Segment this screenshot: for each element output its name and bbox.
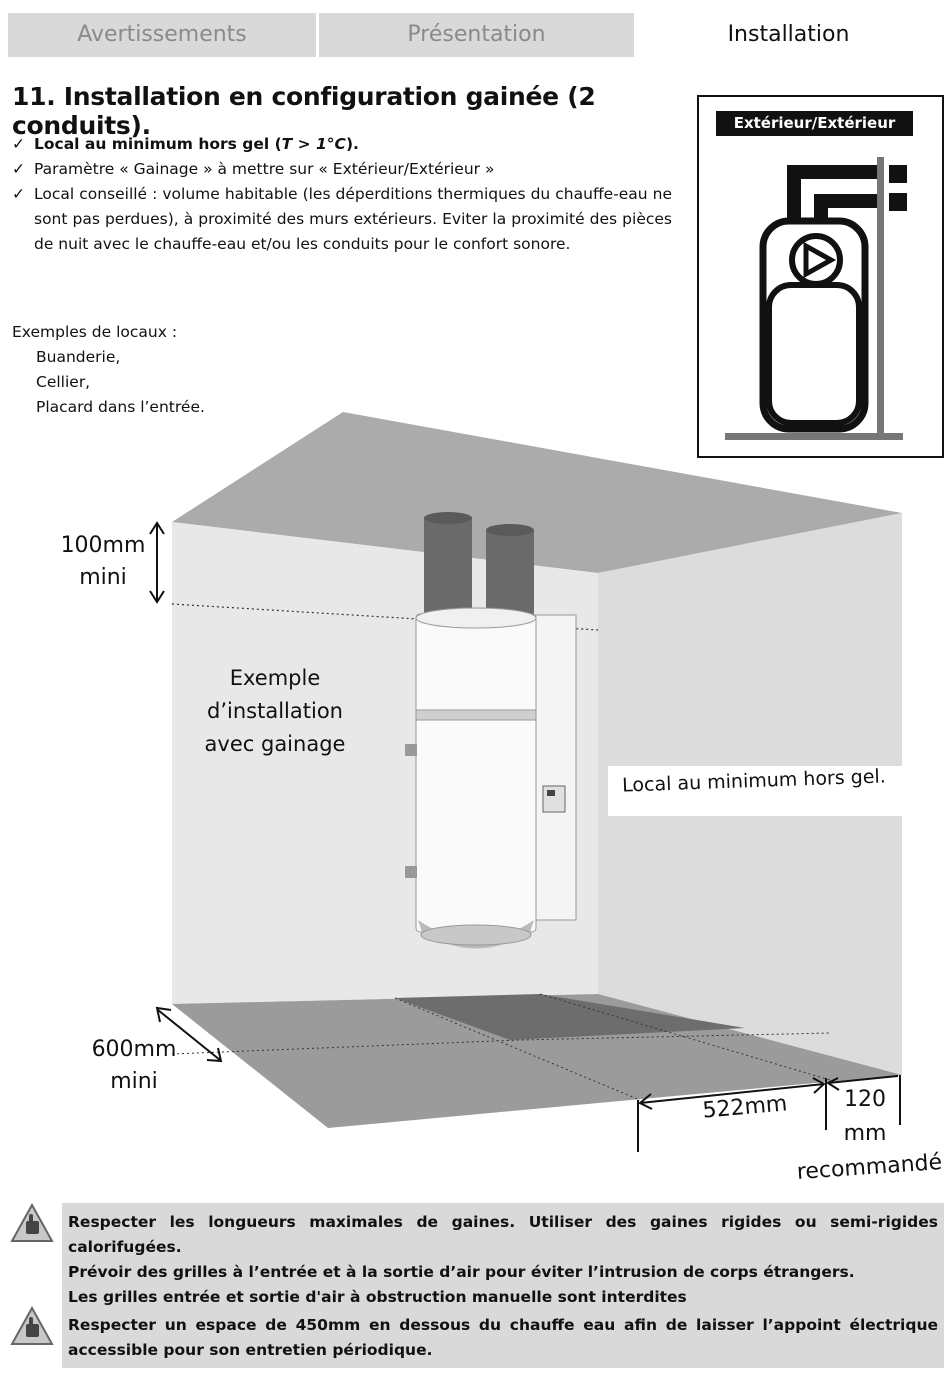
recommended-gap-unit: mm xyxy=(843,1121,887,1146)
list-item: Cellier, xyxy=(36,373,91,391)
check-icon: ✓ xyxy=(12,135,25,153)
wall-caption: Exemple d’installation avec gainage xyxy=(204,666,346,756)
side-clearance-label: 600mm mini xyxy=(91,1037,177,1094)
warning-hand-icon xyxy=(10,1203,54,1242)
panel-title: Extérieur/Extérieur xyxy=(716,111,913,136)
room-illustration xyxy=(149,412,902,1152)
heat-pump-water-heater-icon xyxy=(725,157,907,440)
page-title: 11. Installation en configuration gainée… xyxy=(12,82,596,140)
check-icon: ✓ xyxy=(12,185,25,203)
warning-note-ducts: Respecter les longueurs maximales de gai… xyxy=(62,1203,944,1315)
section-tabs: Avertissements Présentation Installation xyxy=(8,13,943,57)
tab-installation[interactable]: Installation xyxy=(634,13,943,57)
configuration-panel: Extérieur/Extérieur xyxy=(697,95,944,458)
tab-presentation[interactable]: Présentation xyxy=(319,13,634,57)
warning-note-clearance: Respecter un espace de 450mm en dessous … xyxy=(62,1306,944,1368)
recommended-gap-value: 120 xyxy=(844,1087,886,1112)
list-item: ✓ Local conseillé : volume habitable (le… xyxy=(12,182,672,257)
list-item: ✓ Local au minimum hors gel (T > 1°C). xyxy=(12,132,672,157)
tab-avertissements[interactable]: Avertissements xyxy=(8,13,316,57)
examples-block: Exemples de locaux : Buanderie, Cellier,… xyxy=(12,320,205,420)
top-clearance-label: 100mm mini xyxy=(60,533,146,590)
list-item: Buanderie, xyxy=(36,348,121,366)
list-item: ✓ Paramètre « Gainage » à mettre sur « E… xyxy=(12,157,672,182)
list-item: Placard dans l’entrée. xyxy=(36,398,205,416)
check-icon: ✓ xyxy=(12,160,25,178)
installation-illustration: 100mm mini Exemple d’installation avec g… xyxy=(0,400,950,1204)
requirements-list: ✓ Local au minimum hors gel (T > 1°C). ✓… xyxy=(12,132,672,257)
examples-heading: Exemples de locaux : xyxy=(12,323,178,341)
warning-hand-icon xyxy=(10,1306,54,1345)
